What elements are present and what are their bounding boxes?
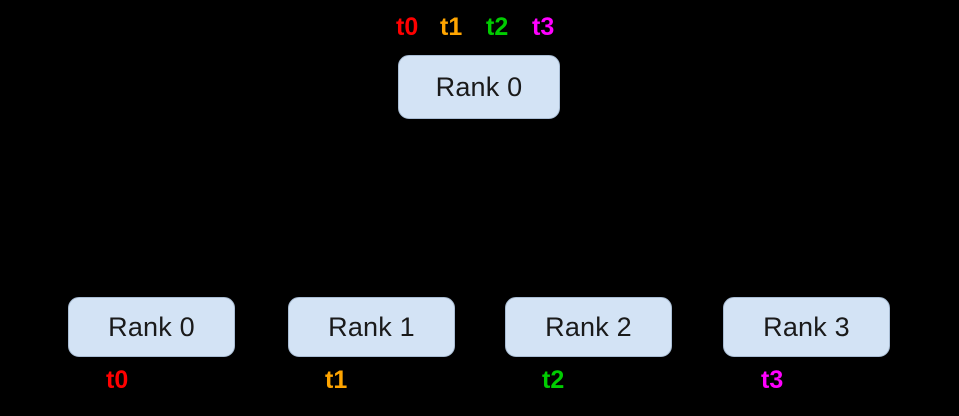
root-thread-tag-t0: t0	[396, 13, 419, 41]
rank-box-leaf-0-label: Rank 0	[108, 311, 195, 342]
rank-box-root-label: Rank 0	[435, 71, 523, 102]
rank-box-leaf-0[interactable]: Rank 0	[68, 297, 235, 357]
root-thread-tag-t2: t2	[486, 13, 509, 41]
root-thread-tag-t1: t1	[440, 13, 463, 41]
leaf-thread-tag-t3: t3	[761, 366, 784, 394]
leaf-thread-tag-t0: t0	[106, 366, 129, 394]
rank-box-root[interactable]: Rank 0	[398, 55, 560, 119]
rank-box-leaf-1-label: Rank 1	[328, 311, 415, 342]
leaf-thread-tag-t2: t2	[542, 366, 565, 394]
rank-box-leaf-3[interactable]: Rank 3	[723, 297, 890, 357]
root-thread-tag-t3: t3	[532, 13, 555, 41]
rank-box-leaf-3-label: Rank 3	[763, 311, 850, 342]
rank-box-leaf-2[interactable]: Rank 2	[505, 297, 672, 357]
rank-box-leaf-2-label: Rank 2	[545, 311, 632, 342]
rank-box-leaf-1[interactable]: Rank 1	[288, 297, 455, 357]
leaf-thread-tag-t1: t1	[325, 366, 348, 394]
